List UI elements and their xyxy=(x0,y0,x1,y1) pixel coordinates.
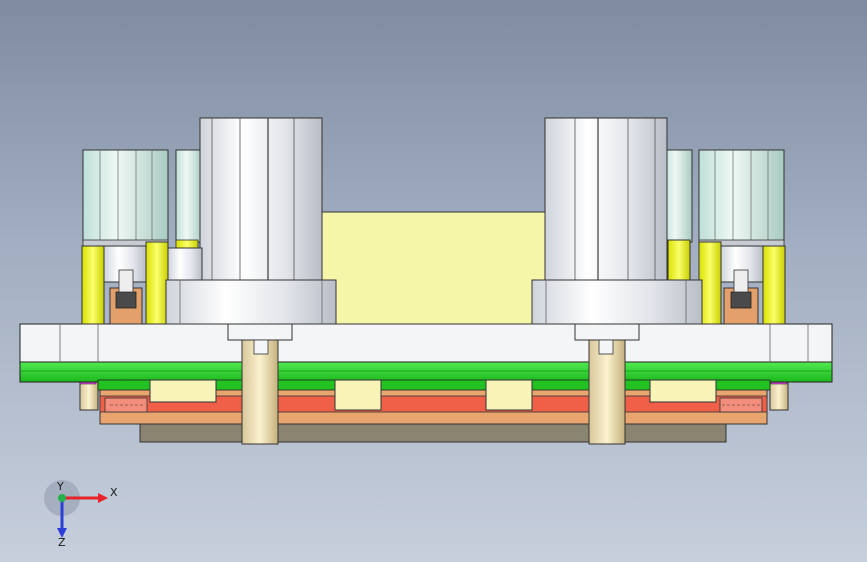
main-plate xyxy=(19,323,833,363)
center-yellow-block xyxy=(317,211,549,325)
notch-right xyxy=(719,397,763,413)
yellow-block-1 xyxy=(149,379,217,403)
right-large-cylinder xyxy=(531,117,703,341)
bolt-left xyxy=(79,381,99,411)
y-axis-icon xyxy=(58,494,66,502)
yellow-block-2 xyxy=(334,379,382,411)
right-small-cylinder xyxy=(663,149,786,325)
green-plate-lower xyxy=(97,379,771,391)
left-small-cylinder xyxy=(81,149,203,325)
yellow-block-4 xyxy=(649,379,717,403)
locating-pin-right xyxy=(588,339,626,445)
locating-pin-left xyxy=(241,339,279,445)
coordinate-triad: X Y Z xyxy=(44,480,118,548)
yellow-block-3 xyxy=(485,379,533,411)
notch-left xyxy=(104,397,148,413)
z-axis-label: Z xyxy=(58,536,66,548)
bolt-right xyxy=(769,381,789,411)
x-axis-label: X xyxy=(110,486,118,499)
y-axis-label: Y xyxy=(56,480,64,493)
left-large-cylinder xyxy=(165,117,337,341)
